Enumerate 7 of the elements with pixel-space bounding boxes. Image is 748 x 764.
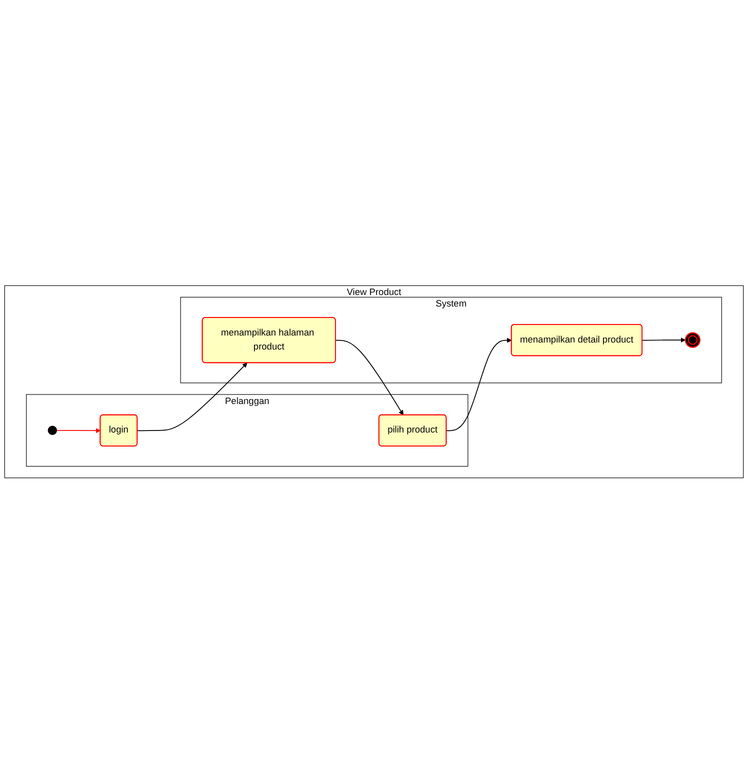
node-circle	[48, 426, 58, 436]
arrow	[446, 338, 512, 432]
arrow	[56, 428, 101, 434]
node-circle	[684, 332, 700, 348]
arrow	[642, 338, 686, 343]
arrow	[137, 362, 248, 432]
arrow	[335, 340, 404, 416]
